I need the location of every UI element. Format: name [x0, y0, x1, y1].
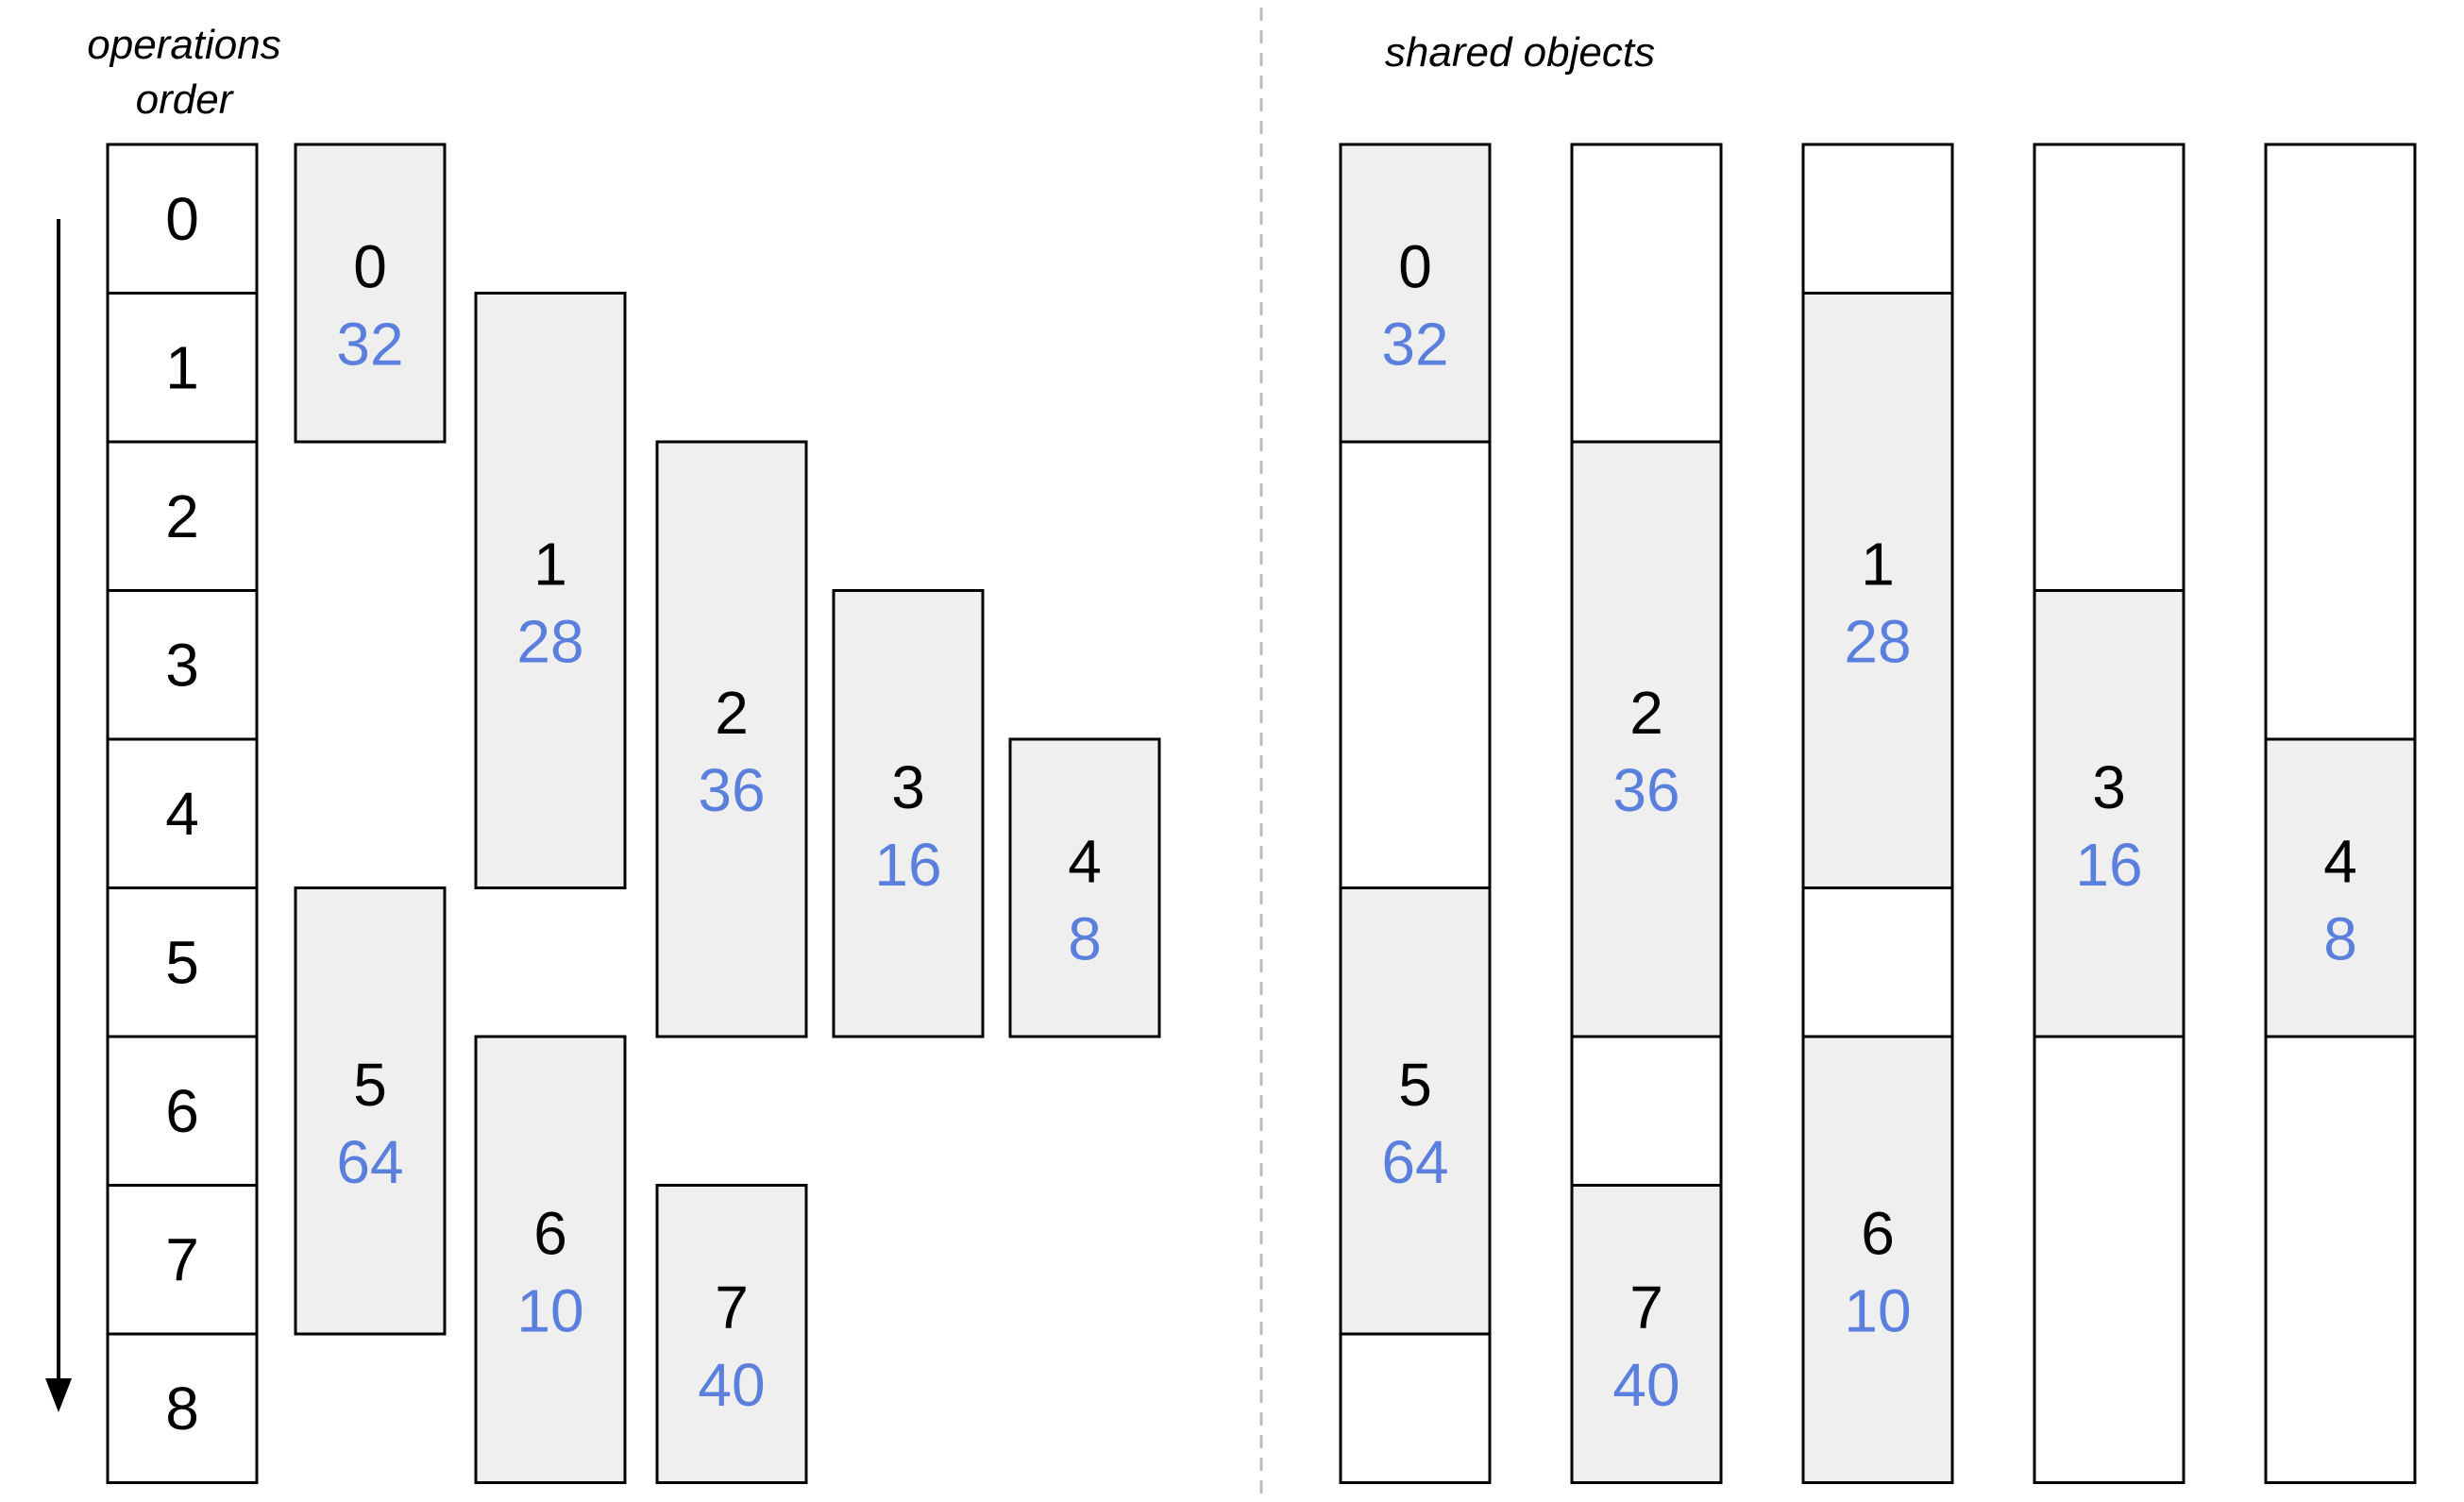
tensor-box: [1801, 1035, 1954, 1484]
tensor-size-label: 64: [1381, 1128, 1448, 1196]
tensor-size-label: 8: [2323, 905, 2357, 973]
operation-label: 5: [165, 928, 199, 996]
tensor-3: 316: [832, 589, 985, 1038]
tensor-id-label: 2: [715, 679, 749, 747]
operation-label: 7: [165, 1225, 199, 1293]
operation-label: 1: [165, 333, 199, 401]
left-title-line-1: operations: [87, 22, 280, 68]
tensor-id-label: 3: [2092, 753, 2126, 821]
left-title-line-2: order: [136, 76, 235, 123]
tensor-5: 564: [1339, 886, 1492, 1336]
tensor-box: [1339, 143, 1492, 444]
tensor-id-label: 4: [2323, 828, 2357, 896]
tensor-size-label: 40: [698, 1351, 765, 1419]
tensor-7: 740: [1570, 1184, 1723, 1484]
tensor-1: 128: [1801, 292, 1954, 889]
operations-column: 0 1 2 3 4 5 6 7 8: [106, 143, 259, 1484]
tensor-box: [655, 440, 808, 1038]
right-title: shared objects: [1385, 29, 1655, 76]
tensor-box: [1801, 292, 1954, 889]
tensor-box: [294, 886, 447, 1336]
operation-label: 6: [165, 1077, 199, 1145]
tensor-id-label: 7: [1629, 1274, 1663, 1342]
tensor-id-label: 7: [715, 1274, 749, 1342]
tensor-4: 48: [1008, 737, 1161, 1038]
tensor-box: [2033, 589, 2186, 1038]
tensor-size-label: 8: [1068, 905, 1102, 973]
tensor-size-label: 36: [698, 756, 765, 824]
tensor-size-label: 40: [1612, 1351, 1679, 1419]
operation-label: 4: [165, 780, 199, 848]
tensor-6: 610: [474, 1035, 627, 1484]
tensor-2: 236: [655, 440, 808, 1038]
tensor-box: [1570, 440, 1723, 1038]
operation-label: 3: [165, 631, 199, 699]
tensor-id-label: 0: [1398, 233, 1432, 301]
tensor-id-label: 2: [1629, 679, 1663, 747]
tensor-size-label: 64: [336, 1128, 403, 1196]
operation-cell: [106, 1035, 259, 1187]
operation-cell: [106, 292, 259, 444]
operation-label: 2: [165, 482, 199, 550]
tensor-size-label: 10: [1844, 1276, 1911, 1344]
tensor-3: 316: [2033, 589, 2186, 1038]
tensor-box: [1008, 737, 1161, 1038]
tensor-7: 740: [655, 1184, 808, 1484]
tensor-size-label: 16: [874, 831, 941, 899]
tensor-size-label: 28: [516, 608, 583, 676]
operation-label: 8: [165, 1375, 199, 1443]
tensor-box: [2264, 737, 2417, 1038]
tensor-id-label: 5: [1398, 1051, 1432, 1119]
tensor-6: 610: [1801, 1035, 1954, 1484]
tensor-box: [1570, 1184, 1723, 1484]
operation-cell: [106, 1184, 259, 1336]
tensor-id-label: 0: [353, 233, 387, 301]
operation-cell: [106, 589, 259, 741]
tensor-id-label: 3: [891, 753, 925, 821]
tensor-1: 128: [474, 292, 627, 889]
operation-label: 0: [165, 185, 199, 253]
shared-object-4: 48: [2264, 143, 2417, 1484]
shared-object-3: 316: [2033, 143, 2186, 1484]
tensor-5: 564: [294, 886, 447, 1336]
operation-cell: [106, 1332, 259, 1484]
tensor-id-label: 4: [1068, 828, 1102, 896]
tensor-box: [474, 292, 627, 889]
tensor-size-label: 10: [516, 1276, 583, 1344]
tensor-0: 032: [294, 143, 447, 444]
tensor-box: [655, 1184, 808, 1484]
tensor-2: 236: [1570, 440, 1723, 1038]
tensor-box: [832, 589, 985, 1038]
tensor-id-label: 1: [1861, 531, 1895, 599]
tensor-4: 48: [2264, 737, 2417, 1038]
tensor-size-label: 36: [1612, 756, 1679, 824]
operation-cell: [106, 886, 259, 1038]
tensor-id-label: 5: [353, 1051, 387, 1119]
tensor-size-label: 32: [336, 311, 403, 379]
tensor-box: [294, 143, 447, 444]
tensor-0: 032: [1339, 143, 1492, 444]
tensor-box: [474, 1035, 627, 1484]
tensor-id-label: 6: [533, 1199, 567, 1267]
tensor-box: [1339, 886, 1492, 1336]
tensor-id-label: 1: [533, 531, 567, 599]
operation-cell: [106, 737, 259, 889]
tensor-size-label: 32: [1381, 311, 1448, 379]
tensor-size-label: 28: [1844, 608, 1911, 676]
tensor-id-label: 6: [1861, 1199, 1895, 1267]
tensor-size-label: 16: [2075, 831, 2142, 899]
time-arrow-head: [45, 1378, 72, 1412]
